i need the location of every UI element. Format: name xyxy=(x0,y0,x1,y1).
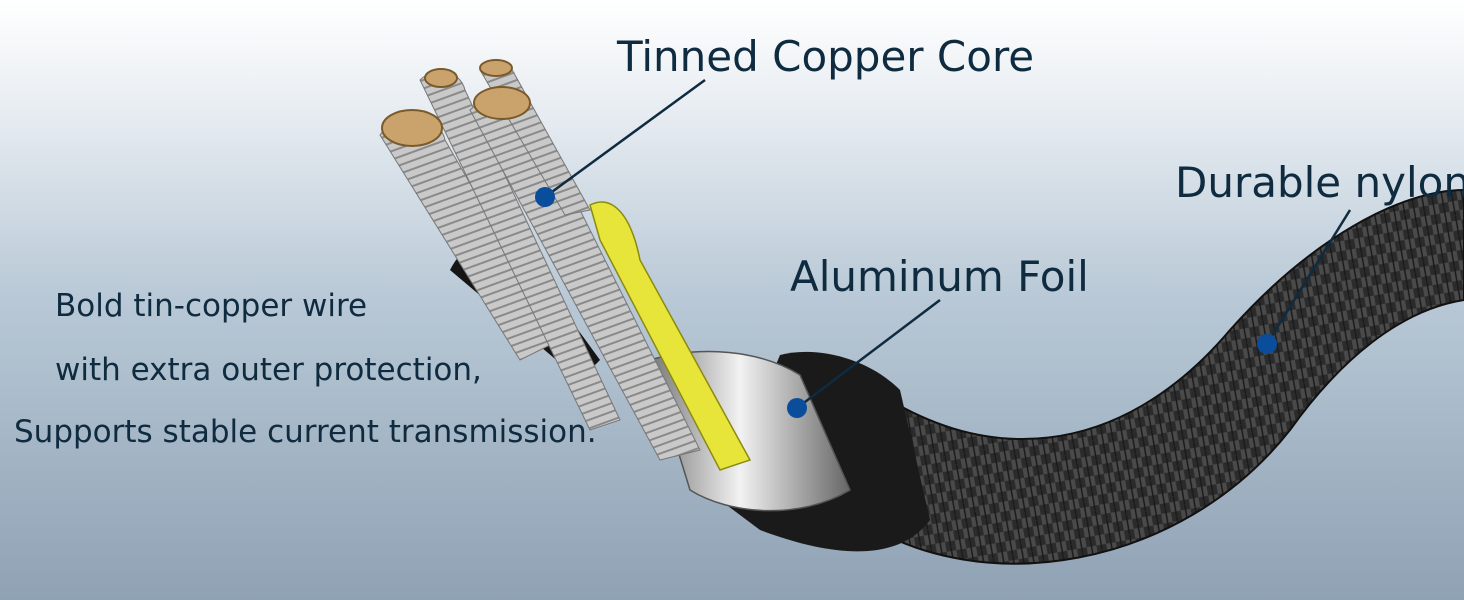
nylon-jacket xyxy=(859,188,1464,565)
description-line-2: with extra outer protection, xyxy=(55,352,482,388)
copper-end-2 xyxy=(424,68,458,88)
label-durable-nylon: Durable nylon xyxy=(1175,158,1464,207)
description-line-3: Supports stable current transmission. xyxy=(14,414,597,450)
label-aluminum-foil: Aluminum Foil xyxy=(790,252,1089,301)
copper-end-1 xyxy=(381,109,443,147)
marker-dot-core xyxy=(535,187,555,207)
leader-line-core xyxy=(544,78,706,199)
marker-dot-nylon xyxy=(1257,334,1277,354)
leader-line-nylon xyxy=(1265,209,1352,345)
marker-dot-foil xyxy=(787,398,807,418)
label-tinned-copper-core: Tinned Copper Core xyxy=(617,32,1035,81)
description-line-1: Bold tin-copper wire xyxy=(55,288,368,324)
copper-end-3 xyxy=(473,86,531,120)
leader-line-foil xyxy=(796,299,941,409)
copper-end-4 xyxy=(479,59,513,77)
yellow-wire xyxy=(589,201,752,471)
